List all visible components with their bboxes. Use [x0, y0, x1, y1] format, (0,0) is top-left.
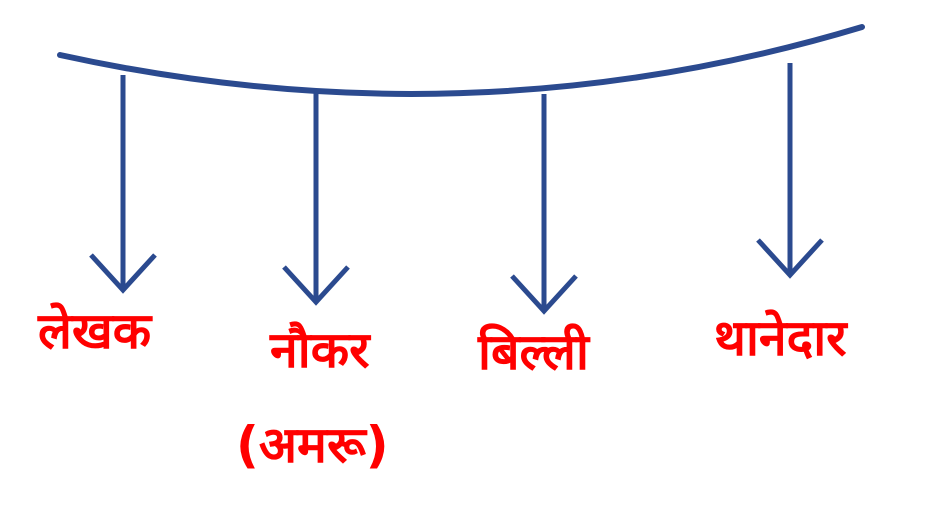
label-servant: नौकर [270, 321, 370, 379]
label-cat: बिल्ली [478, 323, 589, 381]
label-inspector: थानेदार [714, 309, 847, 367]
label-writer: लेखक [38, 302, 152, 360]
arrow-cat [510, 94, 578, 315]
arrow-servant [282, 92, 350, 306]
arrow-inspector [756, 63, 824, 279]
arrow-writer [89, 75, 157, 294]
label-servant-name: (अमरू) [236, 416, 389, 474]
hanging-curve [57, 24, 865, 97]
